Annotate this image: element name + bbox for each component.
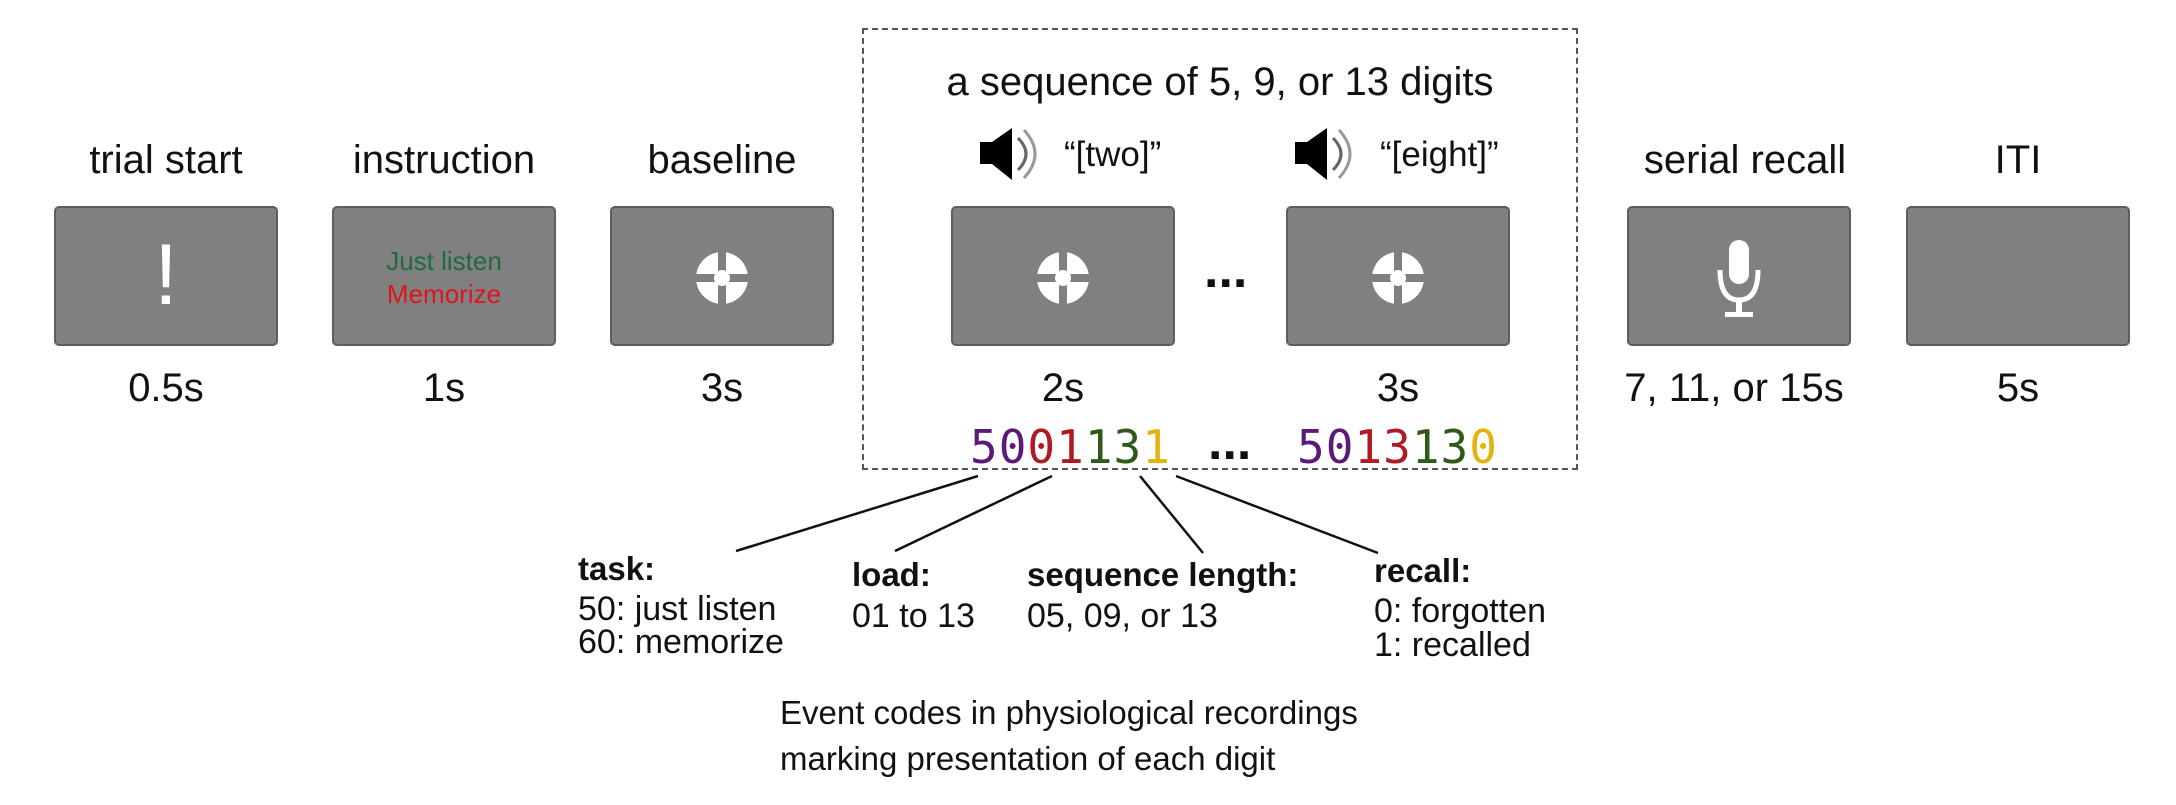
screen-baseline [610, 206, 834, 346]
annotation-recall-title: recall: [1374, 552, 1472, 589]
audio-label-eight: “[eight]” [1380, 135, 1499, 174]
annotation-load-title: load: [852, 556, 931, 593]
stage-label-baseline: baseline [647, 138, 797, 182]
code-digit-load: 3 [1383, 420, 1412, 474]
screen-digit-last [1286, 206, 1510, 346]
duration-digit-last: 3s [1376, 366, 1420, 410]
code-digit-length: 1 [1411, 420, 1441, 474]
code-digit-load: 1 [1056, 420, 1085, 474]
instruction-just-listen: Just listen [386, 246, 502, 276]
annotation-recall-line: 0: forgotten [1374, 592, 1547, 630]
annotation-task-title: task: [578, 550, 656, 587]
event-code-last: 5013130 [1297, 424, 1498, 470]
code-ellipsis: ... [1208, 413, 1252, 471]
annotation-recall-line: 1: recalled [1374, 626, 1531, 664]
sequence-box-title: a sequence of 5, 9, or 13 digits [946, 60, 1494, 104]
fixation-icon [1370, 250, 1426, 306]
code-digit-load: 1 [1354, 420, 1384, 474]
stage-label-iti: ITI [1994, 138, 2042, 182]
annotation-task-line: 50: just listen [578, 590, 777, 628]
sequence-box [862, 28, 1578, 470]
event-code-first: 5001131 [970, 424, 1171, 470]
annotation-load-line: 01 to 13 [852, 597, 975, 635]
connector-recall [1175, 474, 1379, 555]
duration-instruction: 1s [422, 366, 466, 410]
stage-label-serial-recall: serial recall [1643, 138, 1847, 182]
code-digit-recall: 1 [1142, 420, 1171, 474]
code-digit-recall: 0 [1469, 420, 1498, 474]
screen-instruction: Just listen Memorize [332, 206, 556, 346]
duration-iti: 5s [1996, 366, 2040, 410]
code-digit-task: 0 [1325, 420, 1355, 474]
code-digit-load: 0 [1027, 420, 1057, 474]
instruction-memorize: Memorize [386, 279, 502, 309]
screen-trial-start: ! [54, 206, 278, 346]
duration-baseline: 3s [700, 366, 744, 410]
code-digit-task: 5 [970, 420, 999, 474]
speaker-icon [1295, 128, 1352, 180]
code-digit-task: 5 [1297, 420, 1326, 474]
caption-line: marking presentation of each digit [780, 740, 1276, 777]
annotation-sequence-length-line: 05, 09, or 13 [1027, 597, 1218, 635]
connector-task [735, 474, 979, 553]
screen-digit-first [951, 206, 1175, 346]
stage-label-instruction: instruction [352, 138, 536, 182]
code-digit-length: 3 [1440, 420, 1470, 474]
connector-sequence-length [1139, 475, 1204, 554]
code-digit-length: 3 [1113, 420, 1143, 474]
connector-load [894, 474, 1053, 553]
fixation-icon [694, 250, 750, 306]
code-digit-task: 0 [998, 420, 1028, 474]
duration-digit-first: 2s [1041, 366, 1085, 410]
audio-label-two: “[two]” [1064, 135, 1162, 174]
caption-line: Event codes in physiological recordings [780, 694, 1358, 731]
screen-iti [1906, 206, 2130, 346]
code-digit-length: 1 [1084, 420, 1114, 474]
exclamation-icon: ! [154, 227, 178, 323]
stage-label-trial-start: trial start [89, 138, 243, 182]
fixation-icon [1035, 250, 1091, 306]
annotation-sequence-length-title: sequence length: [1027, 556, 1299, 593]
duration-trial-start: 0.5s [128, 366, 204, 410]
duration-serial-recall: 7, 11, or 15s [1624, 366, 1844, 410]
screen-serial-recall [1627, 206, 1851, 346]
sequence-ellipsis: ... [1204, 241, 1248, 299]
annotation-task-line: 60: memorize [578, 623, 784, 661]
microphone-icon [1717, 240, 1761, 317]
speaker-icon [980, 128, 1037, 180]
